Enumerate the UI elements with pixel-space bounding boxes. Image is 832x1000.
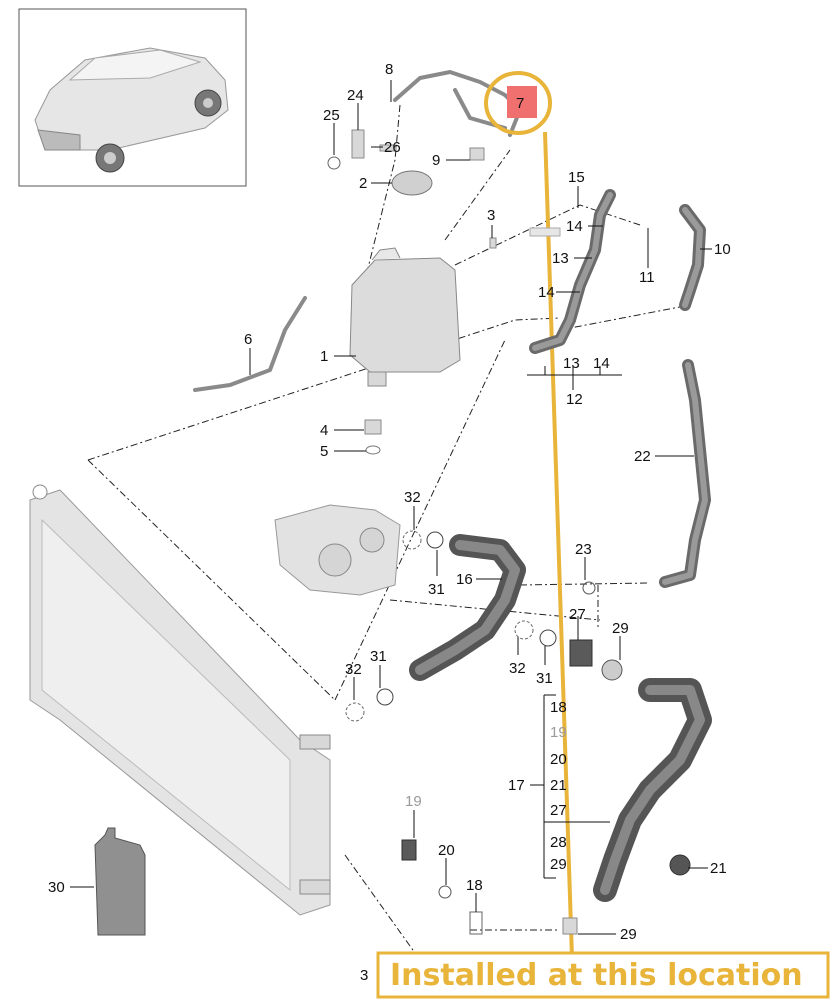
label-22: 22	[634, 448, 651, 465]
label-6: 6	[244, 331, 252, 348]
kit-item-19: 19	[550, 724, 567, 741]
label-14c: 14	[593, 355, 610, 372]
label-32a: 32	[404, 489, 421, 506]
label-12: 12	[566, 391, 583, 408]
label-29b: 29	[620, 926, 637, 943]
label-31a: 31	[428, 581, 445, 598]
label-21: 21	[710, 860, 727, 877]
label-31c: 31	[370, 648, 387, 665]
kit-17-items: 18 19 20 21 27 28 29	[550, 699, 567, 873]
kit-item-18: 18	[550, 699, 567, 716]
label-14a: 14	[566, 218, 583, 235]
label-13a: 13	[552, 250, 569, 267]
leader-lines	[70, 80, 712, 935]
pipe-part-8	[393, 70, 522, 137]
hose-part-17	[593, 678, 712, 902]
hose-part-22	[659, 359, 711, 588]
kit-17-list	[530, 694, 610, 879]
label-2: 2	[359, 175, 367, 192]
highlight-part-7: 7	[484, 71, 574, 959]
label-10: 10	[714, 241, 731, 258]
label-3-bottom: 3	[360, 967, 368, 984]
kit-item-29: 29	[550, 856, 567, 873]
label-25: 25	[323, 107, 340, 124]
label-20: 20	[438, 842, 455, 859]
label-4: 4	[320, 422, 328, 439]
coolant-bottle-part-30	[94, 827, 146, 936]
label-24: 24	[347, 87, 364, 104]
label-3: 3	[487, 207, 495, 224]
label-31b: 31	[536, 670, 553, 687]
label-30: 30	[48, 879, 65, 896]
label-19: 19	[405, 793, 422, 810]
label-5: 5	[320, 443, 328, 460]
label-23: 23	[575, 541, 592, 558]
hose-part-10	[679, 204, 706, 311]
kit-item-27: 27	[550, 802, 567, 819]
small-fittings-top	[327, 129, 497, 249]
label-27: 27	[569, 606, 586, 623]
label-8: 8	[385, 61, 393, 78]
hose-part-13	[529, 189, 616, 354]
label-16: 16	[456, 571, 473, 588]
label-17: 17	[508, 777, 525, 794]
label-32c: 32	[345, 661, 362, 678]
kit-item-28: 28	[550, 834, 567, 851]
thermostat-housing	[274, 504, 401, 596]
label-18: 18	[466, 877, 483, 894]
small-parts-middle	[345, 530, 691, 935]
kit-item-21: 21	[550, 777, 567, 794]
pipe-part-6	[193, 296, 307, 392]
pipe-stub	[529, 227, 561, 237]
label-32b: 32	[509, 660, 526, 677]
vehicle-thumbnail	[18, 8, 247, 187]
label-15: 15	[568, 169, 585, 186]
kit-item-20: 20	[550, 751, 567, 768]
label-11: 11	[639, 269, 655, 286]
label-1: 1	[320, 348, 328, 365]
install-location-banner: Installed at this location	[376, 951, 830, 999]
assembly-lines	[87, 104, 691, 961]
label-14b: 14	[538, 284, 555, 301]
expansion-tank-part-1	[349, 247, 461, 455]
part-7-label: 7	[516, 95, 524, 112]
part-labels: 8 24 25 26 9 2 3 6 1 4 5 15 14 13 14 11 …	[48, 61, 731, 984]
radiator	[29, 484, 331, 916]
label-26: 26	[384, 139, 401, 156]
label-13b: 13	[563, 355, 580, 372]
hose-part-16	[409, 534, 526, 681]
banner-text: Installed at this location	[390, 958, 803, 993]
label-9: 9	[432, 152, 440, 169]
label-29a: 29	[612, 620, 629, 637]
